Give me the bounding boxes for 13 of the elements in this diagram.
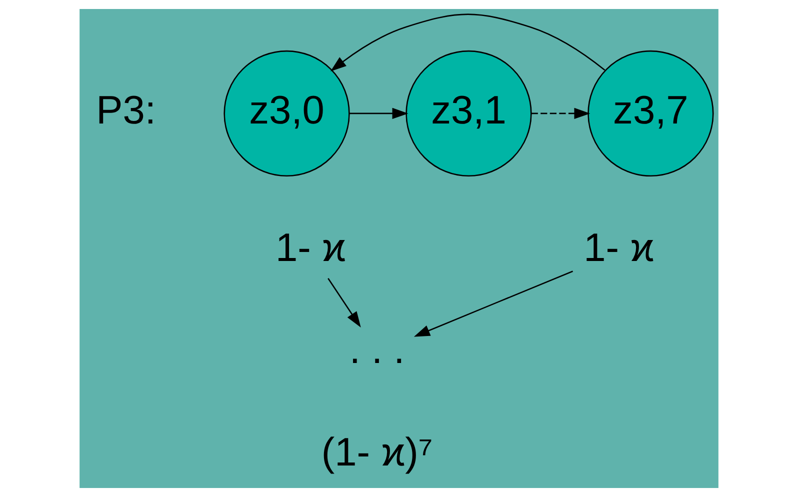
label: (1- ϰ)⁷ bbox=[321, 430, 433, 474]
arrow bbox=[349, 107, 408, 119]
node-text: 1- ϰ bbox=[275, 225, 346, 270]
arrow bbox=[414, 270, 574, 336]
node-circle: z3,7 bbox=[588, 50, 714, 176]
node-text: 1- ϰ bbox=[584, 225, 654, 270]
arrow bbox=[330, 13, 606, 71]
node-circle: z3,1 bbox=[406, 50, 532, 176]
label: P3: bbox=[96, 88, 156, 132]
arrow bbox=[328, 278, 361, 328]
arrow bbox=[531, 107, 590, 119]
node-text: . . . bbox=[349, 328, 405, 372]
node-circle: z3,0 bbox=[224, 50, 350, 176]
